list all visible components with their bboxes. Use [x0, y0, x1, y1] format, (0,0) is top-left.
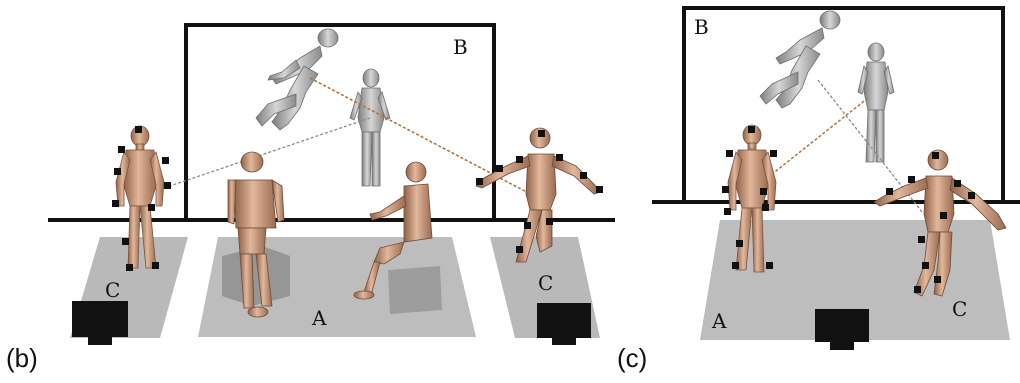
- zone-label-b: B: [694, 15, 709, 39]
- panel-c: B A C: [652, 6, 1020, 350]
- monitor-icon: [72, 301, 128, 345]
- marker-dots: [112, 126, 171, 271]
- monitor-icon: [815, 309, 869, 350]
- zone-label-c-right: C: [538, 271, 553, 295]
- monitor-icon: [537, 303, 591, 345]
- marker-dots: [886, 152, 975, 293]
- zone-label-a: A: [311, 306, 327, 330]
- panel-b: B C A C: [48, 23, 615, 345]
- zone-label-a: A: [711, 309, 727, 333]
- mannequin-arms-out-right: [475, 127, 601, 263]
- zone-label-b: B: [453, 35, 468, 59]
- seat-box-right: [388, 266, 442, 314]
- mannequin-seated-armored: [227, 151, 285, 318]
- ghost-figure-flying: [759, 10, 841, 109]
- link-line-orange: [309, 77, 539, 199]
- ghost-figure-standing: [857, 42, 895, 163]
- link-line-gray: [163, 117, 371, 189]
- ghost-figure-flying: [255, 28, 339, 131]
- marker-dots: [476, 130, 603, 253]
- screen-frame-b: [682, 6, 1005, 204]
- screen-frame-b: [184, 23, 496, 222]
- ghost-figure-standing: [349, 68, 391, 187]
- mannequin-seated-right: [353, 161, 433, 300]
- zone-label-c: C: [952, 297, 967, 321]
- mannequin-standing-left: [727, 124, 777, 273]
- marker-dots: [722, 126, 777, 269]
- zone-label-c-left: C: [105, 278, 120, 302]
- panel-caption-b: (b): [6, 343, 38, 373]
- seat-box-left: [222, 246, 290, 306]
- panel-caption-c: (c): [617, 343, 648, 373]
- mannequin-standing-left: [115, 125, 165, 269]
